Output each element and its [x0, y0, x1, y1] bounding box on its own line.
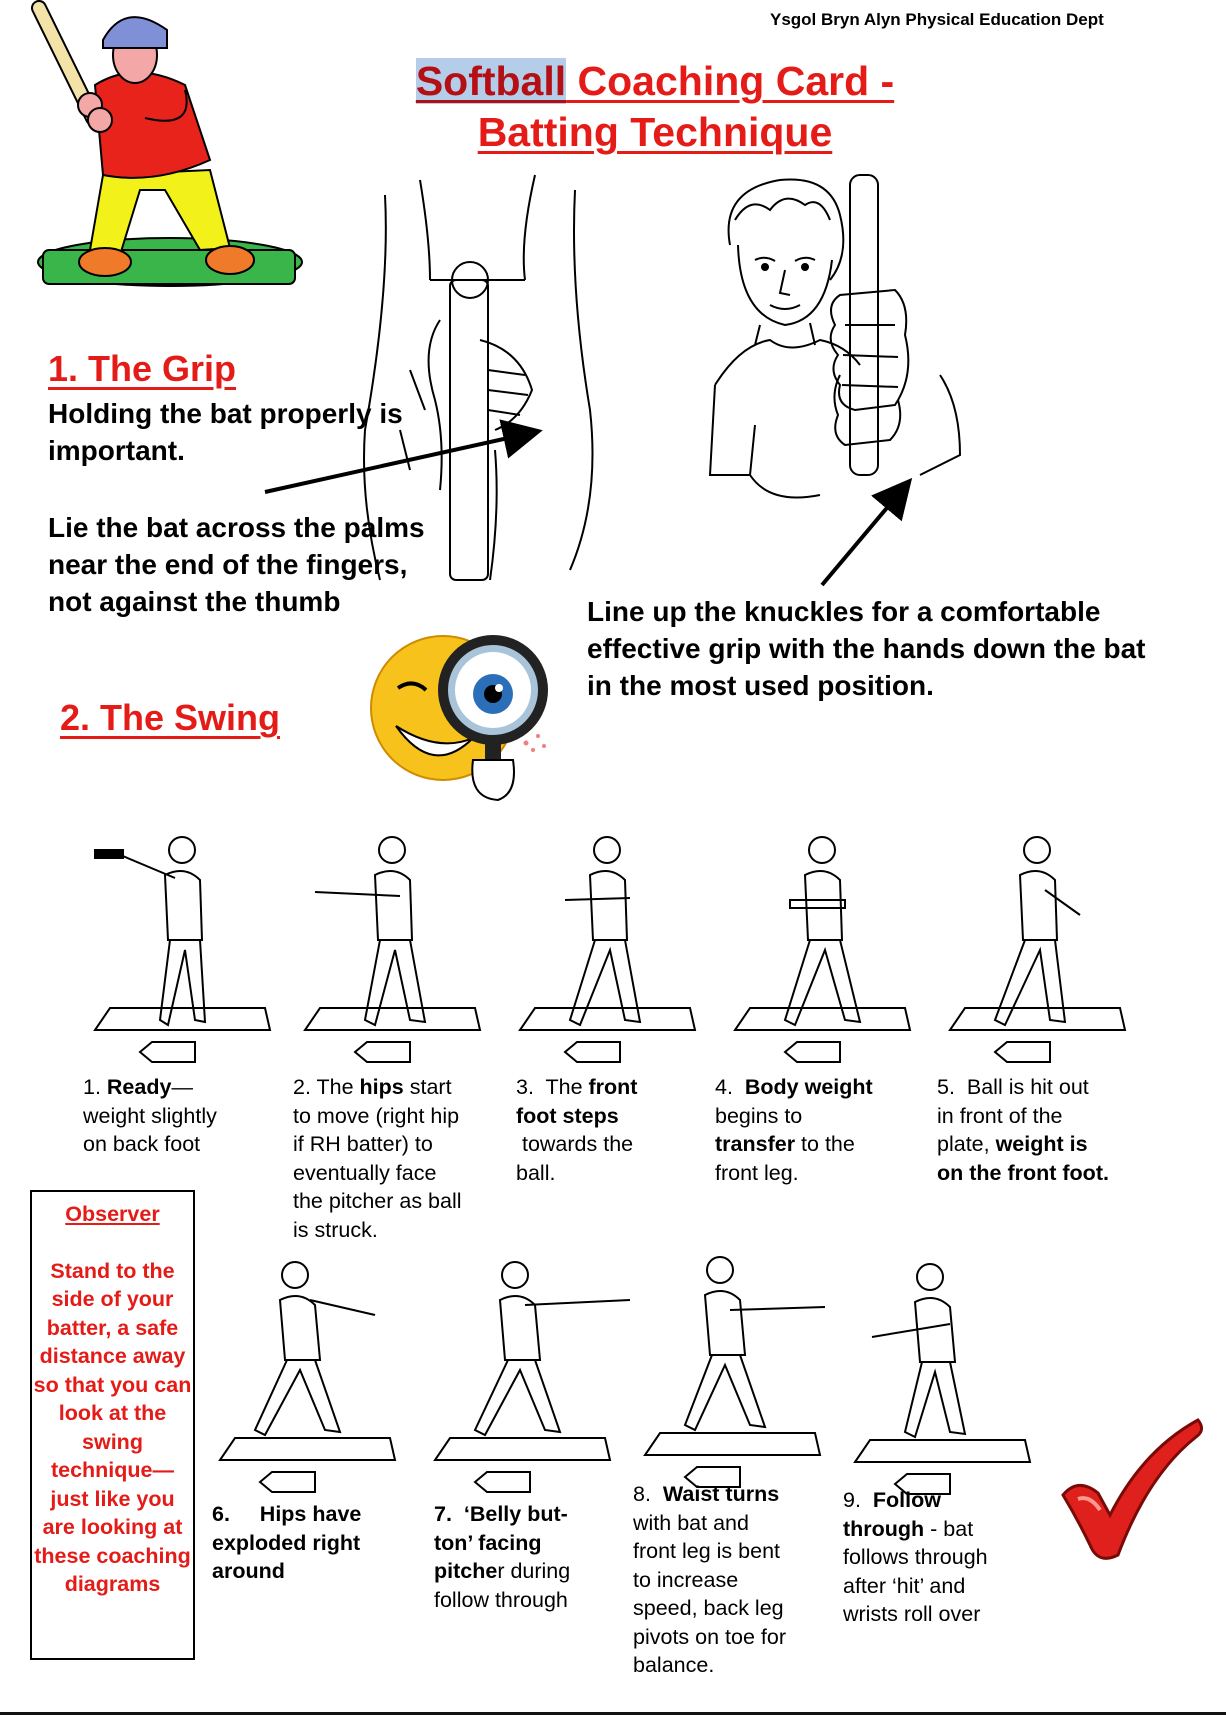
- title-softball: Softball: [415, 58, 567, 104]
- title-line2: Batting Technique: [477, 109, 833, 155]
- winking-smiley-magnifier-icon: [370, 635, 548, 802]
- observer-text: Stand to the side of your batter, a safe…: [33, 1258, 192, 1597]
- home-plate-icon: [473, 1471, 531, 1493]
- title-line1-rest: Coaching Card -: [566, 58, 895, 104]
- knuckles-arrow: [820, 477, 913, 587]
- grip-paragraph-1: Holding the bat properly is important.: [48, 398, 403, 466]
- step-8-figure: [643, 1256, 826, 1488]
- step-1-figure: [93, 836, 272, 1063]
- step-9-figure: [853, 1263, 1032, 1495]
- home-plate-icon: [138, 1041, 196, 1063]
- red-checkmark-icon: [1061, 1418, 1203, 1560]
- step-3-figure: [518, 836, 697, 1063]
- step-4-figure: [733, 836, 912, 1063]
- step-5-figure: [948, 836, 1127, 1063]
- page-bottom-rule: [0, 1712, 1226, 1715]
- grip-paragraph-2: Lie the bat across the palms near the en…: [48, 512, 425, 617]
- step-7-figure: [433, 1261, 631, 1493]
- home-plate-icon: [563, 1041, 621, 1063]
- grip-heading: 1. The Grip: [48, 348, 237, 389]
- grip-arrow: [264, 419, 543, 494]
- department-header: Ysgol Bryn Alyn Physical Education Dept: [770, 10, 1104, 29]
- grip-hands-illustration: [363, 174, 594, 581]
- observer-title: Observer: [65, 1202, 160, 1226]
- step-2-figure: [303, 836, 482, 1063]
- home-plate-icon: [993, 1041, 1051, 1063]
- home-plate-icon: [353, 1041, 411, 1063]
- home-plate-icon: [893, 1473, 951, 1495]
- knuckles-paragraph: Line up the knuckles for a comfortable e…: [587, 596, 1146, 701]
- boy-grip-illustration: [708, 174, 962, 499]
- swing-heading: 2. The Swing: [60, 697, 281, 738]
- home-plate-icon: [258, 1471, 316, 1493]
- observer-box: Observer Stand to the side of your batte…: [30, 1190, 195, 1660]
- cartoon-batter-icon: [31, 0, 303, 287]
- step-6-figure: [218, 1261, 397, 1493]
- page-title: Softball Coaching Card - Batting Techniq…: [330, 56, 980, 158]
- home-plate-icon: [783, 1041, 841, 1063]
- home-plate-icon: [683, 1466, 741, 1488]
